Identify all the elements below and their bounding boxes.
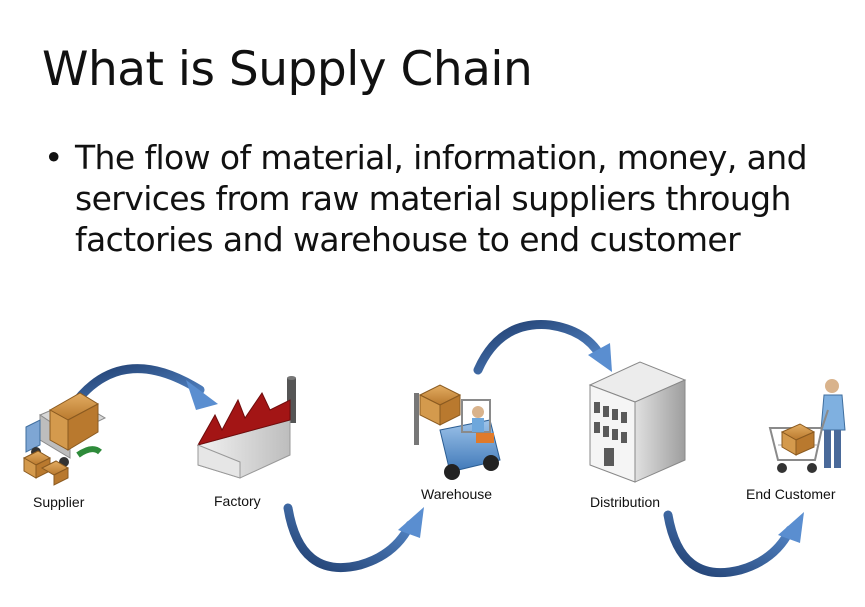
- slide-title: What is Supply Chain: [42, 42, 533, 97]
- node-label-warehouse: Warehouse: [421, 486, 493, 502]
- node-label-end-customer: End Customer: [746, 486, 836, 502]
- arrow-warehouse-to-distribution: [473, 320, 612, 375]
- factory-icon: [196, 376, 296, 479]
- building-icon: [588, 361, 687, 483]
- delivery-truck-icon: [22, 392, 107, 486]
- bullet-text: The flow of material, information, money…: [75, 138, 808, 259]
- bullet-marker: •: [44, 138, 63, 177]
- node-label-supplier: Supplier: [33, 494, 85, 510]
- arrow-supplier-to-factory: [67, 364, 218, 412]
- bullet-point: • The flow of material, information, mon…: [44, 137, 844, 260]
- node-label-factory: Factory: [214, 493, 261, 509]
- arrow-factory-to-warehouse: [283, 503, 424, 573]
- arrow-distribution-to-customer: [663, 510, 804, 578]
- shopping-cart-icon: [768, 379, 846, 473]
- forklift-icon: [414, 384, 501, 480]
- node-label-distribution: Distribution: [590, 494, 661, 510]
